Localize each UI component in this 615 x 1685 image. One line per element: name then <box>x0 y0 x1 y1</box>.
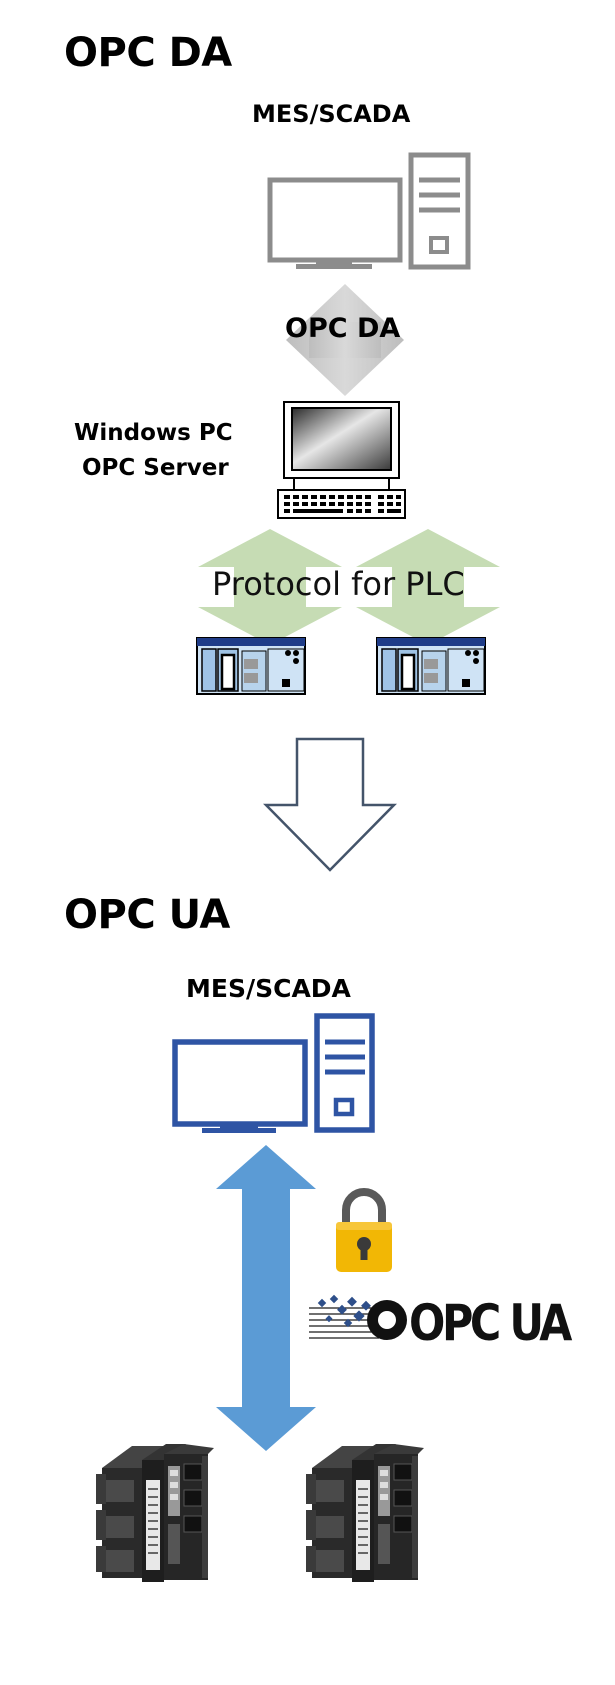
ua-desktop-computer-icon <box>172 1013 375 1133</box>
ua-mes-scada-label: MES/SCADA <box>186 974 351 1003</box>
controller-hardware-icon-left <box>96 1444 214 1582</box>
opc-ua-logo: OPC UA <box>309 1294 577 1352</box>
da-link-arrow <box>286 284 404 396</box>
vintage-pc-icon <box>277 401 406 519</box>
da-link-label: OPC DA <box>285 313 401 344</box>
opc-ua-title: OPC UA <box>64 892 230 938</box>
transition-down-arrow <box>263 737 397 872</box>
plc-protocol-label: Protocol for PLC <box>212 565 465 603</box>
opc-da-title: OPC DA <box>64 30 232 76</box>
opc-ua-logo-text: OPC UA <box>409 1294 573 1352</box>
plc-protocol-arrow-left <box>198 529 342 645</box>
plc-protocol-arrow-right <box>356 529 500 645</box>
controller-hardware-icon-right <box>306 1444 424 1582</box>
server-label-line1: Windows PC <box>74 420 233 446</box>
plc-module-icon-left <box>196 637 306 695</box>
ua-link-arrow <box>216 1145 316 1451</box>
plc-module-icon-right <box>376 637 486 695</box>
da-desktop-computer-icon <box>267 152 471 270</box>
lock-icon <box>336 1188 392 1272</box>
server-label-line2: OPC Server <box>82 455 229 481</box>
da-mes-scada-label: MES/SCADA <box>252 100 411 128</box>
